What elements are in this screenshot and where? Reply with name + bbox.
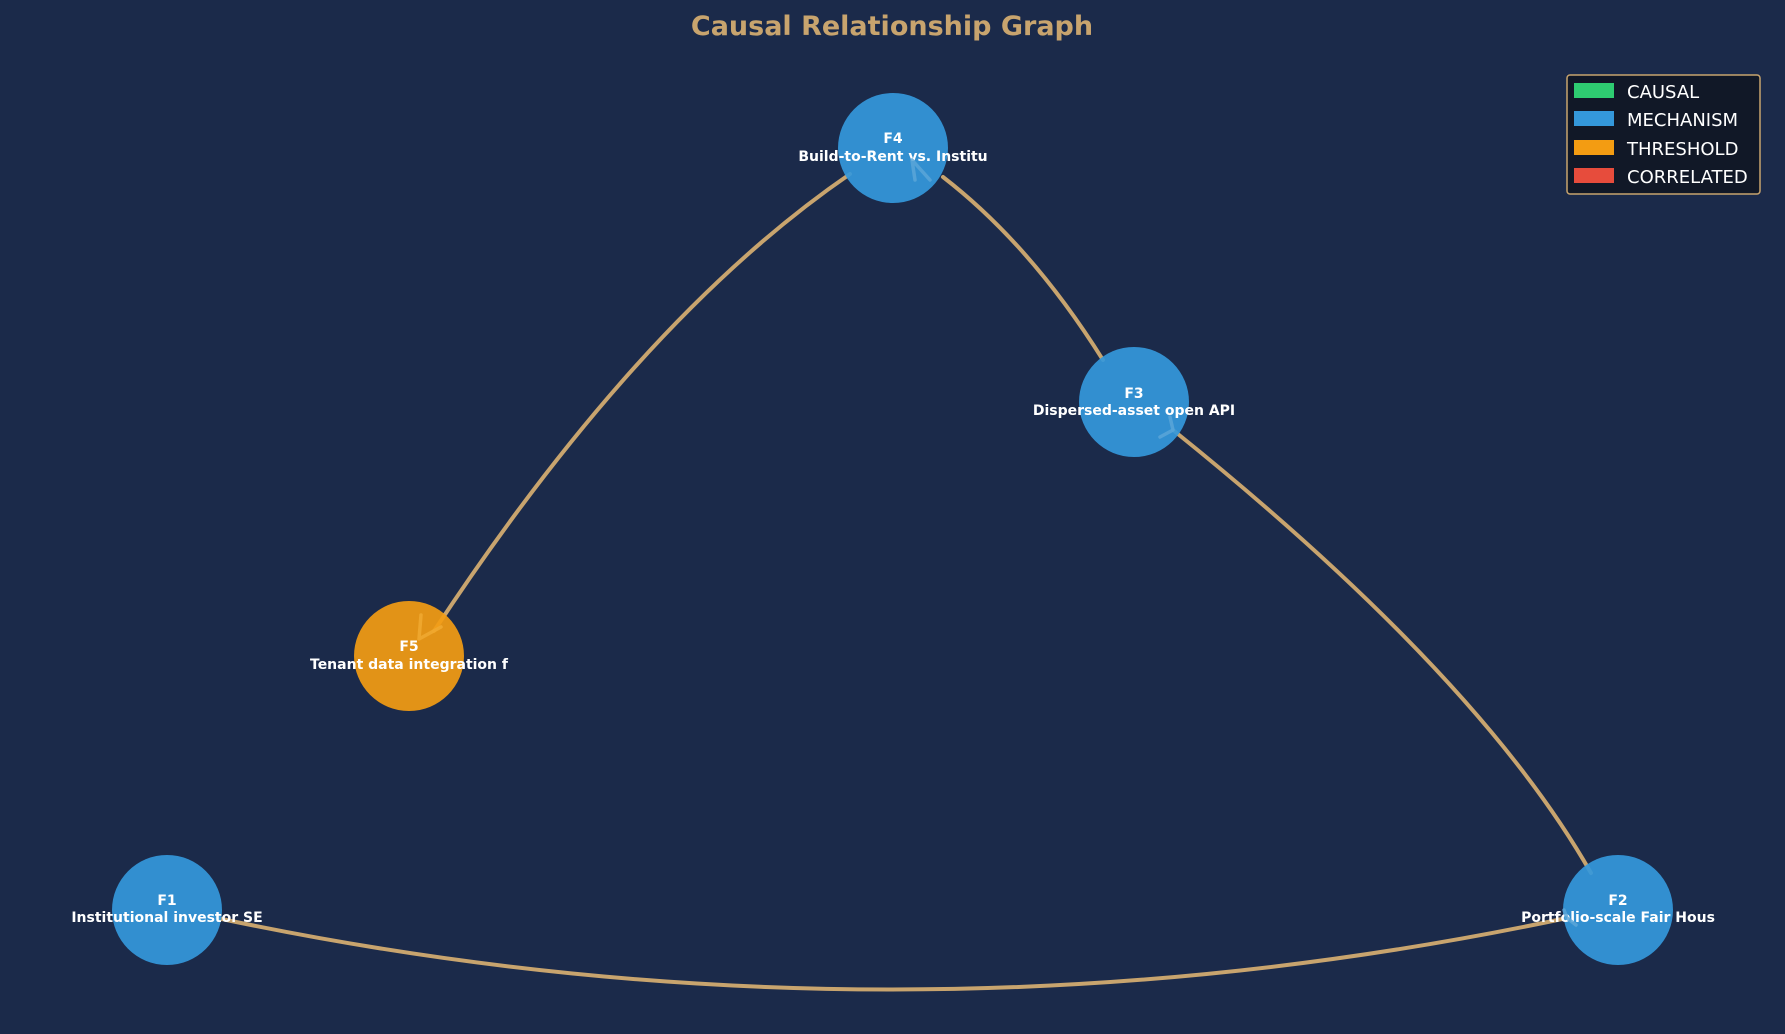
- node-id: F1: [157, 893, 176, 909]
- arrowhead-f2: [1562, 908, 1578, 927]
- node-label: Build-to-Rent vs. Institu: [798, 149, 987, 165]
- legend-item-threshold: THRESHOLD: [1574, 139, 1738, 160]
- node-circle: [1563, 855, 1673, 965]
- node-id: F5: [399, 639, 418, 655]
- legend-swatch: [1574, 111, 1614, 126]
- graph-node-f3[interactable]: F3 Dispersed-asset open API: [1033, 347, 1235, 457]
- node-id: F3: [1124, 386, 1143, 402]
- legend-item-mechanism: MECHANISM: [1574, 110, 1738, 131]
- arrowhead-f4: [910, 158, 932, 182]
- legend-swatch: [1574, 83, 1614, 98]
- legend-label: CAUSAL: [1627, 82, 1699, 103]
- node-circle: [1079, 347, 1189, 457]
- arrowhead-f3: [1158, 415, 1175, 439]
- edges-layer: [215, 172, 1593, 992]
- edge-f3-f4: [941, 175, 1105, 362]
- legend-label: CORRELATED: [1627, 167, 1748, 188]
- edge-f1-f2: [215, 916, 1569, 992]
- legend-item-correlated: CORRELATED: [1574, 167, 1748, 188]
- node-label: Portfolio-scale Fair Hous: [1521, 910, 1715, 926]
- page-title: Causal Relationship Graph: [691, 11, 1093, 42]
- node-circle: [354, 601, 464, 711]
- legend-box: [1566, 74, 1761, 195]
- graph-node-f1[interactable]: F1 Institutional investor SE: [71, 855, 263, 965]
- node-label: Institutional investor SE: [71, 910, 262, 926]
- edge-f2-f3: [1171, 428, 1593, 875]
- legend-label: THRESHOLD: [1626, 139, 1738, 160]
- graph-node-f4[interactable]: F4 Build-to-Rent vs. Institu: [798, 93, 988, 203]
- node-circle: [838, 93, 948, 203]
- node-id: F4: [883, 131, 903, 147]
- legend-swatch: [1574, 140, 1614, 155]
- node-id: F2: [1608, 893, 1627, 909]
- legend-swatch: [1574, 168, 1614, 183]
- node-circle: [112, 855, 222, 965]
- legend: CAUSAL MECHANISM THRESHOLD CORRELATED: [1566, 74, 1761, 195]
- legend-item-causal: CAUSAL: [1574, 82, 1699, 103]
- legend-label: MECHANISM: [1627, 110, 1738, 131]
- edge-f4-f5: [432, 172, 852, 633]
- arrowheads-layer: [417, 158, 1578, 927]
- node-label: Dispersed-asset open API: [1033, 403, 1235, 419]
- arrowhead-f5: [417, 613, 443, 641]
- node-label: Tenant data integration f: [310, 657, 509, 673]
